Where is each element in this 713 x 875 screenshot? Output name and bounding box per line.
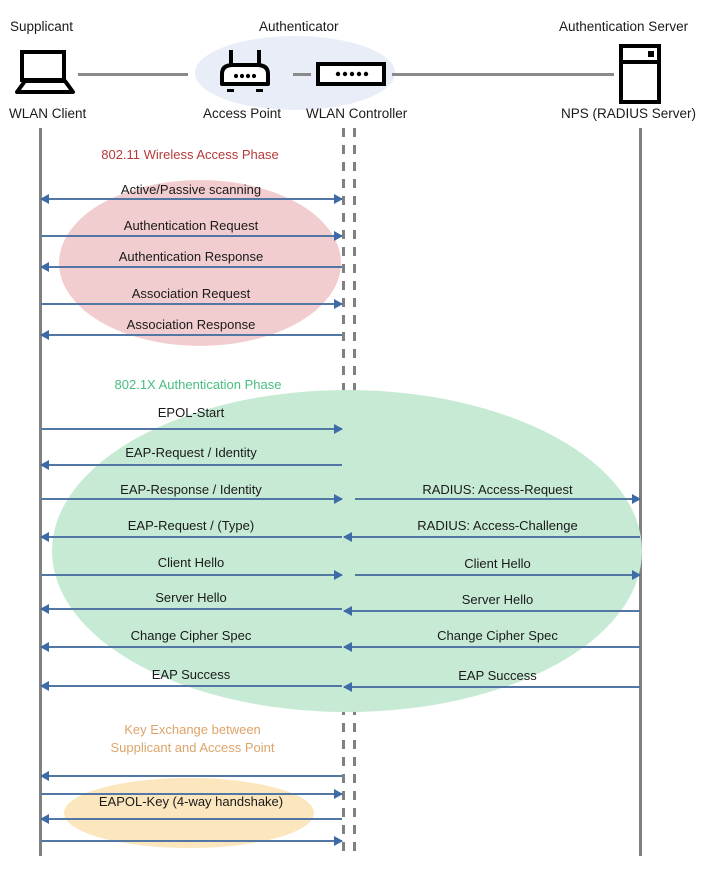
message-arrow-eapol-key-4 [41,836,343,846]
arrowhead-right-icon [334,570,343,580]
message-label-eapol-key-handshake: EAPOL-Key (4-way handshake) [98,794,284,809]
message-arrow-radius-access-challenge [343,532,640,542]
message-arrow-client-hello-right [355,570,641,580]
message-label-radius-access-challenge: RADIUS: Access-Challenge [417,518,578,533]
arrowhead-right-icon [334,494,343,504]
arrowhead-left-icon [40,771,49,781]
server-rack-icon [618,44,662,104]
laptop-icon [14,50,76,96]
arrowhead-right-icon [334,789,343,799]
phase-blob-dot1x [52,390,642,712]
phase-title-key-exchange-line2: Supplicant and Access Point [110,740,275,755]
arrowhead-right-icon [334,424,343,434]
actor-label-wlan-client: WLAN Client [9,106,87,121]
arrowhead-right-icon [334,299,343,309]
arrowhead-right-icon [334,194,343,204]
arrowhead-left-icon [343,606,352,616]
actor-role-supplicant: Supplicant [10,19,74,34]
arrowhead-left-icon [343,682,352,692]
arrowhead-left-icon [343,642,352,652]
actor-label-wlan-controller: WLAN Controller [306,106,408,121]
message-arrow-eap-request-identity [40,460,342,470]
network-switch-icon [316,62,386,86]
message-label-change-cipher-spec-right: Change Cipher Spec [437,628,558,643]
message-label-eap-request-type: EAP-Request / (Type) [127,518,255,533]
message-arrow-epol-start [41,424,343,434]
message-arrow-client-hello-left [41,570,343,580]
message-arrow-server-hello-right [343,606,640,616]
arrowhead-left-icon [40,642,49,652]
arrowhead-left-icon [40,460,49,470]
link-client-to-ap [78,73,188,76]
message-label-association-request: Association Request [131,286,251,301]
arrowhead-left-icon [343,532,352,542]
phase-blob-key-exchange [64,778,314,848]
arrowhead-left-icon [40,604,49,614]
message-arrow-eap-success-right [343,682,640,692]
arrowhead-right-icon [632,570,641,580]
message-label-client-hello-left: Client Hello [157,555,225,570]
message-label-radius-access-request: RADIUS: Access-Request [422,482,573,497]
arrowhead-left-icon [40,681,49,691]
lifeline-supplicant [39,128,42,856]
link-ap-to-controller [293,73,311,76]
arrowhead-left-icon [40,532,49,542]
message-arrow-authentication-request [41,231,343,241]
arrowhead-right-icon [632,494,641,504]
message-arrow-eapol-key-3 [40,814,342,824]
message-label-eap-response-identity: EAP-Response / Identity [120,482,262,497]
link-controller-to-server [392,73,614,76]
message-label-authentication-request: Authentication Request [123,218,259,233]
message-label-eap-request-identity: EAP-Request / Identity [125,445,257,460]
message-arrow-change-cipher-spec-right [343,642,640,652]
message-arrow-association-request [41,299,343,309]
message-label-server-hello-right: Server Hello [461,592,534,607]
arrowhead-left-icon [40,262,49,272]
phase-title-key-exchange-line1: Key Exchange between [124,722,261,737]
message-arrow-change-cipher-spec-left [40,642,342,652]
message-arrow-association-response [40,330,342,340]
message-label-client-hello-right: Client Hello [464,556,531,571]
arrowhead-left-icon [40,194,49,204]
phase-title-wireless-access: 802.11 Wireless Access Phase [101,147,279,162]
message-label-active-passive-scanning: Active/Passive scanning [120,182,262,197]
actor-label-nps-radius-server: NPS (RADIUS Server) [561,106,697,121]
message-label-association-response: Association Response [126,317,256,332]
arrowhead-right-icon [334,231,343,241]
message-arrow-eap-request-type [40,532,342,542]
message-arrow-eap-success-left [40,681,342,691]
arrowhead-left-icon [40,330,49,340]
arrowhead-left-icon [40,814,49,824]
wireless-access-point-icon [216,48,274,92]
message-label-change-cipher-spec-left: Change Cipher Spec [130,628,252,643]
message-arrow-active-passive-scanning [40,194,343,204]
message-label-server-hello-left: Server Hello [155,590,227,605]
actor-role-authentication-server: Authentication Server [559,19,689,34]
message-label-eap-success-right: EAP Success [458,668,537,683]
message-arrow-server-hello-left [40,604,342,614]
message-arrow-eapol-key-2 [41,789,343,799]
message-label-authentication-response: Authentication Response [118,249,264,264]
message-label-eap-success-left: EAP Success [151,667,231,682]
message-arrow-authentication-response [40,262,342,272]
message-label-epol-start: EPOL-Start [157,405,225,420]
actor-role-authenticator: Authenticator [259,19,339,34]
actor-label-access-point: Access Point [203,106,282,121]
message-arrow-eapol-key-1 [40,771,342,781]
message-arrow-eap-response-identity [41,494,343,504]
arrowhead-right-icon [334,836,343,846]
message-arrow-radius-access-request [355,494,641,504]
phase-title-dot1x: 802.1X Authentication Phase [114,377,282,392]
phase-blob-wireless-access [59,180,341,346]
lifeline-auth-server [639,128,642,856]
